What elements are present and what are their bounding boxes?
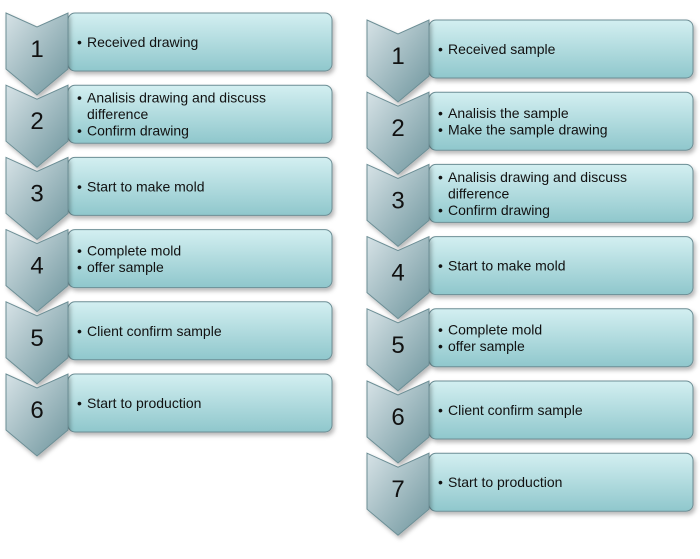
step-chevron [366, 19, 430, 103]
flow-step: 2 • Analisis the sample • Make the sample dr… [366, 91, 694, 175]
step-number: 5 [30, 325, 43, 352]
step-bullet-text: Start to make mold [87, 178, 205, 194]
bullet-marker: • [77, 178, 82, 194]
bullet-marker: • [438, 474, 443, 490]
step-chevron [5, 12, 69, 96]
bullet-marker: • [77, 259, 82, 275]
bullet-marker: • [77, 323, 82, 339]
step-bullet-text: Client confirm sample [448, 402, 583, 418]
step-number: 2 [391, 115, 404, 142]
step-bullet-text: Complete mold [448, 322, 542, 338]
step-chevron [366, 91, 430, 175]
step-number: 4 [391, 260, 404, 287]
step-bullet-text: Confirm drawing [448, 202, 550, 218]
bullet-marker: • [438, 41, 443, 57]
bullet-marker: • [438, 121, 443, 137]
step-number: 3 [30, 180, 43, 207]
step-chevron [366, 380, 430, 464]
flow-column-1: 1 • Received drawing 2 • Analisis drawing and… [5, 12, 333, 457]
step-chevron [366, 235, 430, 320]
step-number: 6 [391, 404, 404, 431]
step-bullet-text: Received drawing [87, 34, 198, 50]
step-bullet-text: difference [87, 106, 148, 122]
bullet-marker: • [438, 258, 443, 274]
step-bullet-text: offer sample [448, 338, 525, 354]
flow-step: 7 • Start to production [366, 452, 694, 536]
step-number: 2 [30, 108, 43, 135]
step-bullet-text: Start to make mold [448, 258, 566, 274]
step-chevron [5, 373, 69, 457]
step-bullet-text: Confirm drawing [87, 123, 189, 139]
flow-step: 2 • Analisis drawing and discussdifference… [5, 84, 333, 168]
step-chevron [5, 84, 69, 168]
flow-step: 6 • Client confirm sample [366, 380, 694, 464]
step-bullet-text: Analisis the sample [448, 105, 569, 121]
step-bullet-text: Analisis drawing and discuss [87, 90, 266, 106]
step-bullet-text: Make the sample drawing [448, 121, 608, 137]
flow-step: 4 • Complete mold • offer sample [5, 228, 333, 313]
bullet-marker: • [438, 322, 443, 338]
bullet-marker: • [77, 34, 82, 50]
bullet-marker: • [438, 202, 443, 218]
step-bullet-text: Complete mold [87, 242, 181, 258]
step-number: 6 [30, 397, 43, 424]
step-chevron [5, 156, 69, 241]
flow-step: 1 • Received drawing [5, 12, 333, 96]
bullet-marker: • [438, 105, 443, 121]
step-bullet-text: Analisis drawing and discuss [448, 169, 627, 185]
bullet-marker: • [77, 123, 82, 139]
step-number: 4 [30, 253, 43, 280]
step-chevron [366, 452, 430, 536]
step-chevron [5, 228, 69, 313]
flow-step: 5 • Client confirm sample [5, 301, 333, 385]
step-bullet-text: difference [448, 185, 509, 201]
flow-step: 1 • Received sample [366, 19, 694, 103]
flow-column-2: 1 • Received sample 2 • Analisis the sample • M… [366, 19, 694, 536]
step-number: 1 [30, 36, 43, 63]
flow-step: 4 • Start to make mold [366, 235, 694, 320]
step-chevron [5, 301, 69, 385]
bullet-marker: • [77, 90, 82, 106]
step-bullet-text: Start to production [448, 474, 562, 490]
flow-step: 3 • Start to make mold [5, 156, 333, 241]
step-number: 3 [391, 187, 404, 214]
step-bullet-text: Received sample [448, 41, 556, 57]
step-chevron [366, 163, 430, 248]
bullet-marker: • [438, 402, 443, 418]
step-bullet-text: offer sample [87, 259, 164, 275]
step-bullet-text: Client confirm sample [87, 323, 222, 339]
step-number: 1 [391, 43, 404, 70]
bullet-marker: • [77, 395, 82, 411]
bullet-marker: • [438, 338, 443, 354]
bullet-marker: • [77, 242, 82, 258]
flow-step: 6 • Start to production [5, 373, 333, 457]
bullet-marker: • [438, 169, 443, 185]
step-bullet-text: Start to production [87, 395, 201, 411]
step-number: 7 [391, 476, 404, 503]
step-number: 5 [391, 332, 404, 359]
flow-step: 5 • Complete mold • offer sample [366, 308, 694, 392]
step-chevron [366, 308, 430, 392]
flow-step: 3 • Analisis drawing and discussdifference… [366, 163, 694, 248]
